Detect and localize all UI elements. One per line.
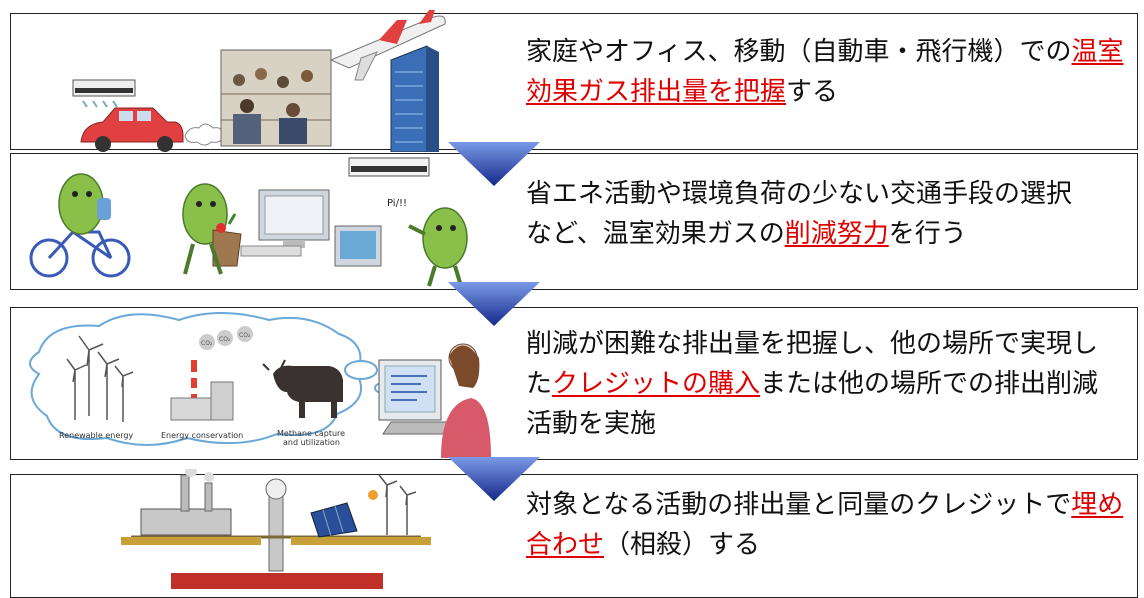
- office-people-icon: [220, 49, 332, 147]
- car-icon: [80, 107, 224, 152]
- bicycle-icon: [29, 230, 131, 278]
- air-conditioner-icon: [348, 157, 430, 177]
- step-4-illustration: [121, 469, 431, 589]
- step-3-illustration: Renewable energy CO₂ CO₂ CO₂ Energy conser…: [29, 312, 491, 458]
- flow-arrow-3: [448, 457, 540, 501]
- airplane-icon: [329, 10, 446, 81]
- factory-icon: [140, 469, 232, 536]
- svg-text:CO₂: CO₂: [219, 336, 231, 343]
- caption-renewable: Renewable energy: [59, 431, 133, 440]
- balance-scale-icon: [121, 478, 431, 589]
- computer-icon: [240, 189, 382, 267]
- step-3-text: 削減が困難な排出量を把握し、他の場所で実現し たクレジットの購入または他の場所で…: [526, 329, 1099, 439]
- flow-arrow-1: [448, 142, 540, 186]
- office-people-icon: [441, 343, 491, 458]
- caption-conservation: Energy conservation: [161, 431, 243, 440]
- step-1-text: 家庭やオフィス、移動（自動車・飛行機）での温室 効果ガス排出量を把握する: [526, 37, 1124, 107]
- mascot-icon: [182, 183, 242, 275]
- svg-text:CO₂: CO₂: [201, 340, 213, 347]
- cow-icon: [262, 359, 343, 418]
- wind-turbine-icon: [378, 474, 417, 535]
- caption-methane-1: Methane capture: [277, 429, 345, 438]
- wind-turbine-icon: [66, 335, 134, 422]
- air-conditioner-icon: [72, 79, 136, 108]
- step-2-illustration: Pi/!!: [29, 157, 468, 287]
- step-4-box: 対象となる活動の排出量と同量のクレジットで埋め 合わせ（相殺）する: [10, 469, 1138, 598]
- factory-icon: CO₂ CO₂ CO₂: [170, 326, 253, 421]
- mascot-icon: Pi/!!: [387, 198, 468, 287]
- step-1-box: 家庭やオフィス、移動（自動車・飛行機）での温室 効果ガス排出量を把握する: [10, 10, 1138, 152]
- caption-methane-2: and utilization: [283, 438, 340, 447]
- svg-text:CO₂: CO₂: [239, 332, 251, 339]
- svg-text:Pi/!!: Pi/!!: [387, 198, 407, 209]
- mascot-icon: [58, 173, 111, 235]
- step-3-box: Renewable energy CO₂ CO₂ CO₂ Energy conser…: [10, 307, 1138, 460]
- step-2-box: Pi/!! 省エネ活動や環境負荷の少ない交通手段の選択 など、温室効果ガスの削減…: [10, 153, 1138, 290]
- solar-panel-icon: [310, 490, 378, 538]
- step-4-text: 対象となる活動の排出量と同量のクレジットで埋め 合わせ（相殺）する: [526, 490, 1124, 560]
- step-2-text: 省エネ活動や環境負荷の少ない交通手段の選択 など、温室効果ガスの削減努力を行う: [526, 179, 1073, 249]
- step-1-illustration: [72, 10, 446, 152]
- building-icon: [390, 45, 439, 152]
- flow-arrow-2: [448, 282, 540, 326]
